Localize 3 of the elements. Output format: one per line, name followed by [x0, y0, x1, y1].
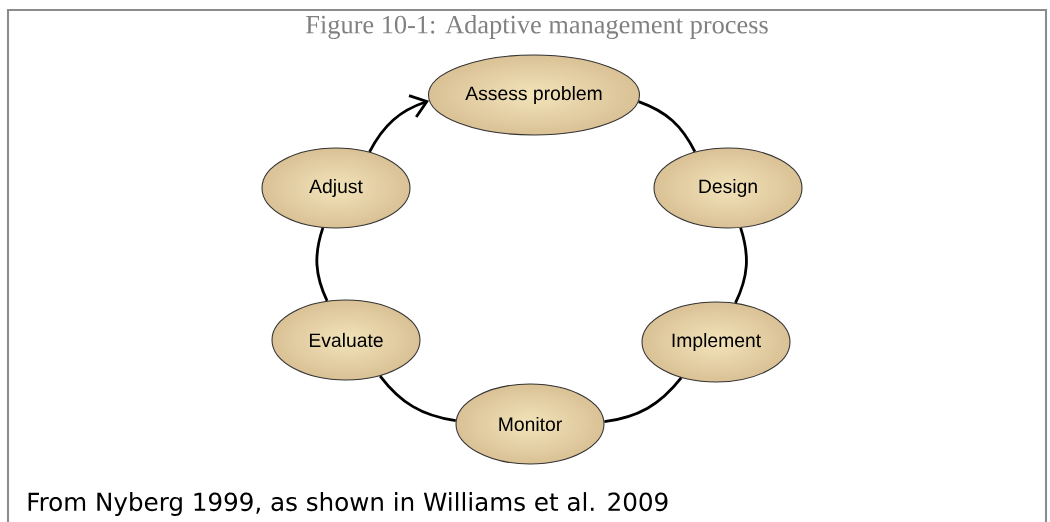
- figure-title: Figure 10-1: Adaptive management process: [306, 15, 768, 39]
- caption: From Nyberg 1999, as shown in Williams et al. 2009: [28, 492, 668, 516]
- arrow: [368, 94, 430, 153]
